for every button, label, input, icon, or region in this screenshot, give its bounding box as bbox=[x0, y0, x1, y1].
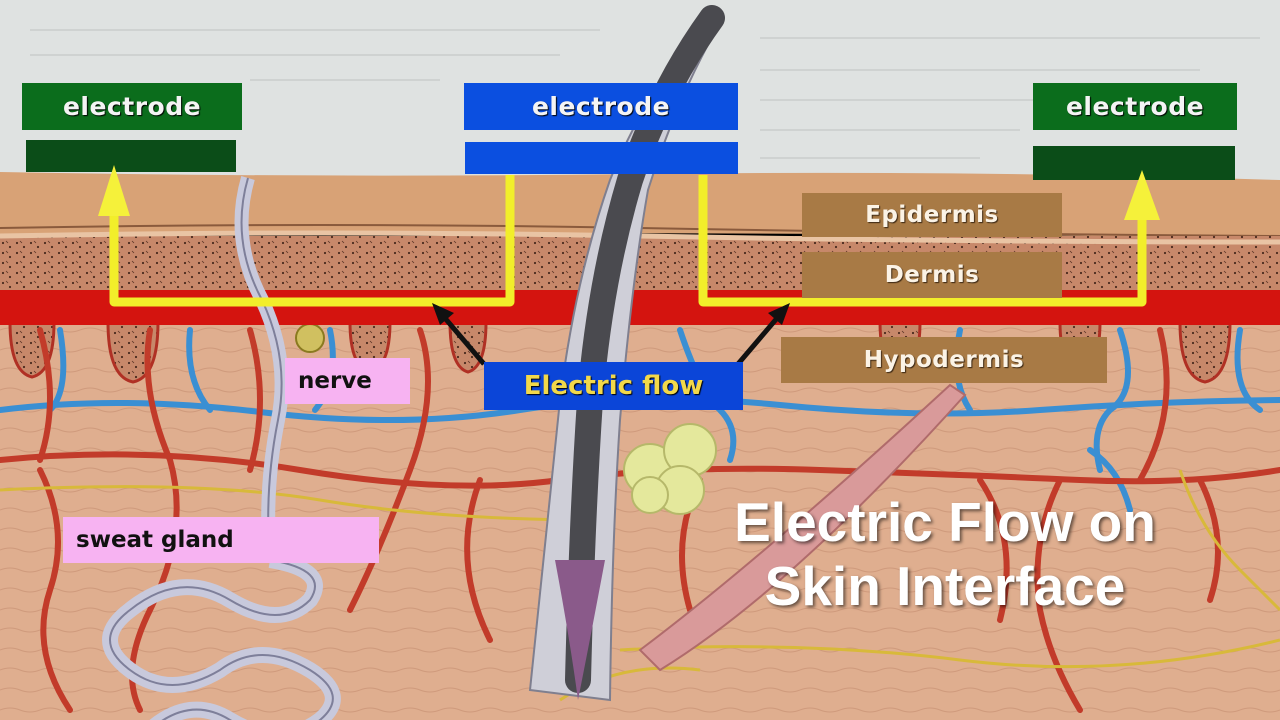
current-path bbox=[109, 175, 1147, 307]
title-line-1: Electric Flow on bbox=[734, 491, 1156, 553]
nerve-label: nerve bbox=[285, 358, 410, 404]
center-electrode-pad bbox=[465, 142, 738, 174]
right-electrode-label: electrode bbox=[1033, 83, 1237, 130]
arteries bbox=[0, 327, 1280, 713]
sebaceous-gland bbox=[623, 423, 717, 515]
center-electrode-label: electrode bbox=[464, 83, 738, 130]
dermis-label: Dermis bbox=[802, 252, 1062, 298]
flow-pointer-arrows bbox=[442, 315, 780, 366]
epidermis-label: Epidermis bbox=[802, 193, 1062, 237]
sweat-gland bbox=[102, 176, 341, 720]
nerve-fibers bbox=[0, 469, 1280, 702]
diagram-title: Electric Flow on Skin Interface bbox=[690, 490, 1200, 618]
right-electrode-pad bbox=[1033, 146, 1235, 180]
title-line-2: Skin Interface bbox=[764, 555, 1126, 617]
arrector-pili-muscle bbox=[638, 383, 967, 672]
nerve-ending bbox=[295, 323, 325, 353]
current-arrowheads bbox=[98, 165, 1160, 220]
sweat-gland-label: sweat gland bbox=[63, 517, 379, 563]
red-current-band bbox=[0, 290, 1280, 325]
left-electrode-pad bbox=[26, 140, 236, 172]
hypodermis-label: Hypodermis bbox=[781, 337, 1107, 383]
electric-flow-label: Electric flow bbox=[484, 362, 743, 410]
left-electrode-label: electrode bbox=[22, 83, 242, 130]
faded-background-text bbox=[30, 29, 1260, 159]
